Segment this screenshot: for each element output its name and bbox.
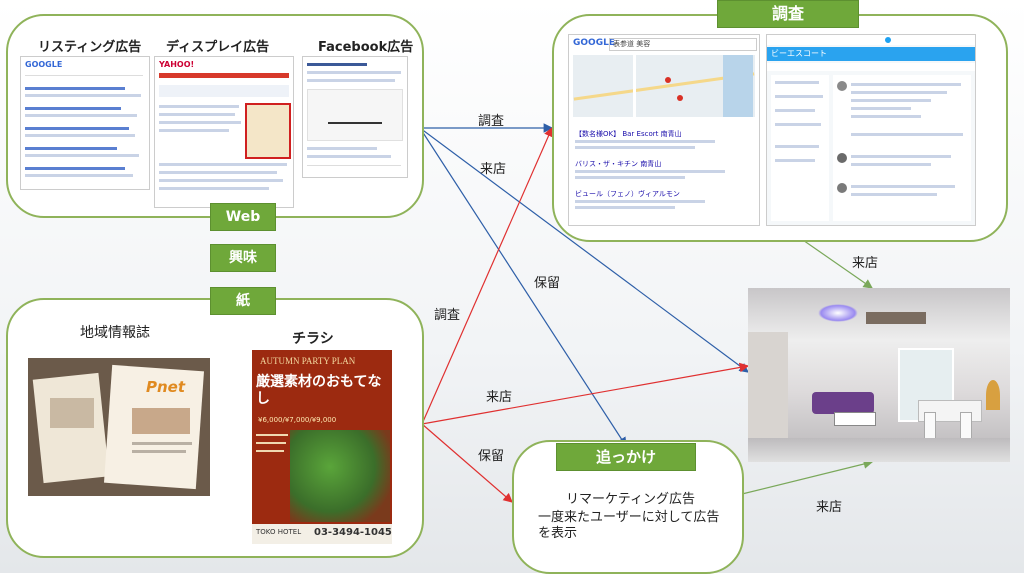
local-magazine-photo: Pnet: [28, 358, 210, 496]
flyer-food-photo: [290, 430, 390, 522]
google-logo-small: GOOGLE: [25, 60, 63, 69]
result-3[interactable]: ビュール（フェノ）ヴィアルモン: [575, 190, 680, 198]
followup-box: リマーケティング広告 一度来たユーザーに対して広告 を表示: [512, 440, 744, 574]
remarketing-line1: リマーケティング広告: [566, 492, 695, 507]
facebook-ad-image: [307, 89, 403, 141]
label-paper-hold: 保留: [478, 449, 505, 464]
facebook-ad-screenshot: [302, 56, 408, 178]
flyer-hotel: TOKO HOTEL: [256, 528, 302, 536]
remarketing-line2: 一度来たユーザーに対して広告: [538, 510, 720, 525]
arrow-paper-to-store: [421, 362, 750, 425]
flyer-footer: TOKO HOTEL 03-3494-1045: [252, 524, 392, 544]
map-pin-icon: [665, 77, 671, 83]
paper-tag: 紙: [210, 287, 276, 315]
remarketing-line3: を表示: [538, 526, 578, 541]
label-web-hold: 保留: [534, 276, 561, 291]
twitter-header: ビーエスコート: [767, 47, 975, 61]
followup-tag: 追っかけ: [556, 443, 696, 471]
google-maps-screenshot: GOOGLE 表参道 美容 【数名様OK】 Bar Escort 南青山 バリス…: [568, 34, 760, 226]
label-web-visit: 来店: [480, 162, 507, 177]
result-1[interactable]: 【数名様OK】 Bar Escort 南青山: [575, 130, 682, 138]
label-paper-visit: 来店: [486, 390, 513, 405]
magazine-logo: Pnet: [146, 378, 186, 396]
display-ad-title: ディスプレイ広告: [166, 40, 270, 55]
research-tag: 調査: [717, 0, 859, 28]
flyer-copy: 厳選素材のおもてなし: [256, 374, 382, 407]
local-magazine-title: 地域情報誌: [80, 325, 150, 341]
listing-ad-title: リスティング広告: [38, 40, 142, 55]
flyer-price: ¥6,000/¥7,000/¥9,000: [258, 416, 337, 424]
interest-tag: 興味: [210, 244, 276, 272]
flyer-title: チラシ: [292, 331, 334, 347]
label-web-research: 調査: [478, 114, 505, 129]
display-ad-screenshot: YAHOO!: [154, 56, 294, 208]
twitter-screenshot: ビーエスコート: [766, 34, 976, 226]
avatar: [837, 153, 847, 163]
label-paper-research: 調査: [434, 308, 461, 323]
research-box: GOOGLE 表参道 美容 【数名様OK】 Bar Escort 南青山 バリス…: [552, 14, 1008, 242]
result-2[interactable]: バリス・ザ・キチン 南青山: [575, 160, 662, 168]
twitter-bird-icon: [885, 37, 891, 43]
display-banner-ad: [245, 103, 291, 159]
search-input[interactable]: 表参道 美容: [609, 38, 757, 51]
web-box: リスティング広告 ディスプレイ広告 Facebook広告 GOOGLE YAHO…: [6, 14, 424, 218]
web-tag: Web: [210, 203, 276, 231]
map-area[interactable]: [573, 55, 755, 117]
yahoo-logo: YAHOO!: [159, 60, 195, 69]
avatar: [837, 81, 847, 91]
flyer-headline: AUTUMN PARTY PLAN: [260, 356, 356, 366]
flyer-image: AUTUMN PARTY PLAN 厳選素材のおもてなし ¥6,000/¥7,0…: [252, 350, 392, 544]
avatar: [837, 183, 847, 193]
flyer-phone: 03-3494-1045: [314, 527, 392, 538]
map-pin-icon: [677, 95, 683, 101]
store-interior-photo: [748, 288, 1010, 462]
listing-ad-screenshot: GOOGLE: [20, 56, 150, 190]
google-logo: GOOGLE: [573, 38, 615, 48]
arrow-followup-to-store: [741, 459, 874, 495]
label-research-visit: 来店: [852, 256, 879, 271]
paper-box: 地域情報誌 チラシ Pnet AUTUMN PARTY PLAN 厳選素材のおも…: [6, 298, 424, 558]
facebook-ad-title: Facebook広告: [318, 40, 414, 55]
label-followup-visit: 来店: [816, 500, 843, 515]
